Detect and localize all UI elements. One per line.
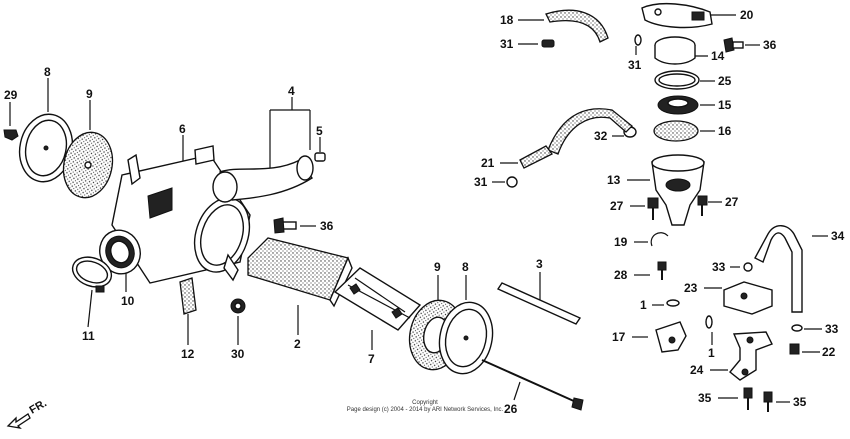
callout-9-right: 9 — [434, 260, 441, 274]
callout-10: 10 — [121, 294, 135, 308]
callout-31-lower: 31 — [474, 175, 488, 189]
front-label: FR. — [28, 400, 49, 417]
callout-8-right: 8 — [462, 260, 469, 274]
callout-21: 21 — [481, 156, 495, 170]
callout-35-right: 35 — [793, 395, 807, 409]
bracket-24 — [710, 331, 773, 381]
callout-3: 3 — [536, 257, 543, 271]
callout-4: 4 — [288, 84, 295, 98]
arrow-icon — [6, 413, 31, 429]
bent-tube-34 — [754, 225, 828, 313]
rod-3 — [496, 272, 582, 325]
cap-20 — [641, 3, 736, 29]
bolt-35-left — [718, 387, 753, 410]
callout-2: 2 — [294, 337, 301, 351]
callout-29: 29 — [4, 88, 18, 102]
callout-24: 24 — [690, 363, 704, 377]
clip-31-lower — [492, 176, 518, 188]
callout-19: 19 — [614, 235, 628, 249]
fuel-bowl-13 — [627, 154, 705, 226]
breather-tube-12 — [179, 277, 197, 345]
callout-36-right: 36 — [763, 38, 777, 52]
callout-1-right: 1 — [708, 346, 715, 360]
callout-17: 17 — [612, 330, 626, 344]
callout-35-left: 35 — [698, 391, 712, 405]
fuel-line-21 — [500, 108, 633, 169]
callout-16: 16 — [718, 124, 732, 138]
clamp-band-11 — [71, 256, 113, 328]
callout-15: 15 — [718, 98, 732, 112]
callout-12: 12 — [181, 347, 195, 361]
screw-27-right — [697, 195, 722, 216]
clip-31-top — [518, 39, 555, 48]
washer-1-right — [705, 315, 713, 345]
callout-7: 7 — [368, 352, 375, 366]
intake-elbow-4 — [212, 97, 314, 203]
callout-31-top: 31 — [500, 37, 514, 51]
screw-22 — [789, 343, 820, 355]
callout-13: 13 — [607, 173, 621, 187]
callout-1-left: 1 — [640, 298, 647, 312]
cover-plate-8-right — [438, 275, 494, 375]
callout-14: 14 — [711, 49, 725, 63]
grommet-5 — [314, 137, 326, 162]
foam-prefilter-2 — [247, 237, 353, 335]
callout-33-top: 33 — [712, 260, 726, 274]
nut-29 — [3, 102, 19, 141]
o-ring-25 — [654, 70, 715, 90]
callout-34: 34 — [831, 229, 845, 243]
cover-plate-8 — [18, 78, 74, 183]
long-bolt-26 — [481, 359, 584, 411]
block-23 — [704, 281, 773, 315]
copyright-line-2: Page design (c) 2004 - 2014 by ARI Netwo… — [346, 407, 504, 413]
diaphragm-15 — [657, 95, 715, 115]
valve-body-14 — [654, 36, 708, 65]
seal-10 — [99, 229, 141, 292]
callout-27-right: 27 — [725, 195, 739, 209]
valve-17 — [632, 321, 687, 353]
screw-27-left — [630, 197, 659, 220]
washer-1-left — [652, 299, 680, 307]
callout-20: 20 — [740, 8, 754, 22]
copyright-notice: Copyright Page design (c) 2004 - 2014 by… — [300, 400, 550, 414]
callout-6: 6 — [179, 122, 186, 136]
front-direction-indicator: FR. — [6, 400, 49, 429]
clip-31-right — [634, 34, 642, 55]
callout-5: 5 — [316, 124, 323, 138]
callout-32: 32 — [594, 129, 608, 143]
callout-27-left: 27 — [610, 199, 624, 213]
screen-16 — [653, 120, 715, 142]
bolt-36-top — [723, 37, 760, 53]
cap-nut-30 — [230, 298, 246, 345]
screw-28 — [634, 261, 667, 280]
bracket-7 — [333, 267, 422, 350]
bolt-35-right — [763, 391, 790, 412]
copyright-line-1: Copyright — [412, 400, 438, 406]
filter-element-9-left — [62, 100, 114, 199]
callout-26: 26 — [504, 402, 518, 416]
wire-clip-19 — [634, 232, 669, 247]
callout-28: 28 — [614, 268, 628, 282]
clip-33-top — [730, 262, 753, 272]
callout-18: 18 — [500, 13, 514, 27]
callout-36-left: 36 — [320, 219, 334, 233]
bolt-36-left — [273, 217, 316, 234]
callout-31-right: 31 — [628, 58, 642, 72]
clip-33-right — [791, 324, 822, 332]
callout-25: 25 — [718, 74, 732, 88]
callout-33-right: 33 — [825, 322, 839, 336]
hose-18 — [518, 9, 609, 43]
callout-8-left: 8 — [44, 65, 51, 79]
callout-22: 22 — [822, 345, 836, 359]
callout-30: 30 — [231, 347, 245, 361]
callout-23: 23 — [684, 281, 698, 295]
callout-11: 11 — [82, 329, 95, 343]
callout-9-left: 9 — [86, 87, 93, 101]
